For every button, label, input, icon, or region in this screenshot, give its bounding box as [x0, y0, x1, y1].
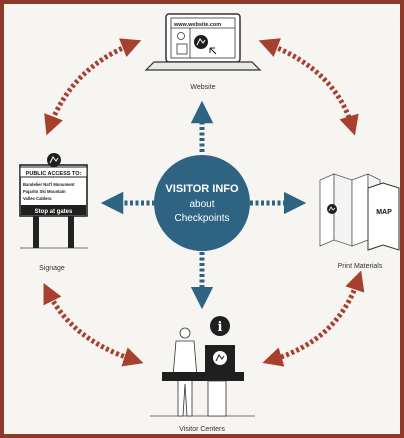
curved-arrow-website-print — [258, 38, 359, 136]
logo-icon — [194, 35, 208, 49]
visitor-logo-icon — [213, 351, 227, 365]
website-url: www.website.com — [173, 22, 221, 28]
signage-footer: Stop at gates — [35, 209, 73, 215]
visitor-center-icon: i — [150, 316, 255, 417]
signage-item-2: Pajarito Ski Mountain — [23, 189, 66, 194]
print-map-text: MAP — [376, 209, 392, 216]
center-line3: Checkpoints — [174, 213, 229, 224]
center-circle — [154, 155, 250, 251]
curved-arrow-print-visitor — [262, 270, 365, 367]
signage-item-3: Valles Caldera — [23, 196, 52, 201]
center-arrows — [100, 100, 307, 310]
website-label: Website — [190, 84, 215, 91]
info-glyph: i — [218, 320, 223, 335]
print-materials-icon: MAP — [319, 173, 400, 251]
signage-label: Signage — [39, 265, 65, 272]
curved-arrow-website-signage — [44, 38, 142, 136]
cursor-icon — [209, 47, 217, 55]
laptop-icon: www.website.com — [144, 13, 262, 71]
person-head — [179, 327, 191, 339]
print-label: Print Materials — [338, 263, 383, 270]
center-title: VISITOR INFO — [165, 183, 239, 195]
website-placeholder-circle — [177, 32, 185, 40]
signage-item-1: Bandelier Nat'l Monument — [23, 182, 75, 187]
curved-arrows — [43, 38, 365, 367]
signage-icon: PUBLIC ACCESS TO: Bandelier Nat'l Monume… — [19, 153, 88, 249]
info-icon — [210, 316, 230, 336]
center-line2: about — [189, 199, 214, 210]
signage-logo-icon — [47, 153, 61, 167]
curved-arrow-signage-visitor — [43, 283, 144, 367]
visitor-centers-label: Visitor Centers — [179, 426, 225, 433]
signage-header: PUBLIC ACCESS TO: — [26, 171, 82, 177]
